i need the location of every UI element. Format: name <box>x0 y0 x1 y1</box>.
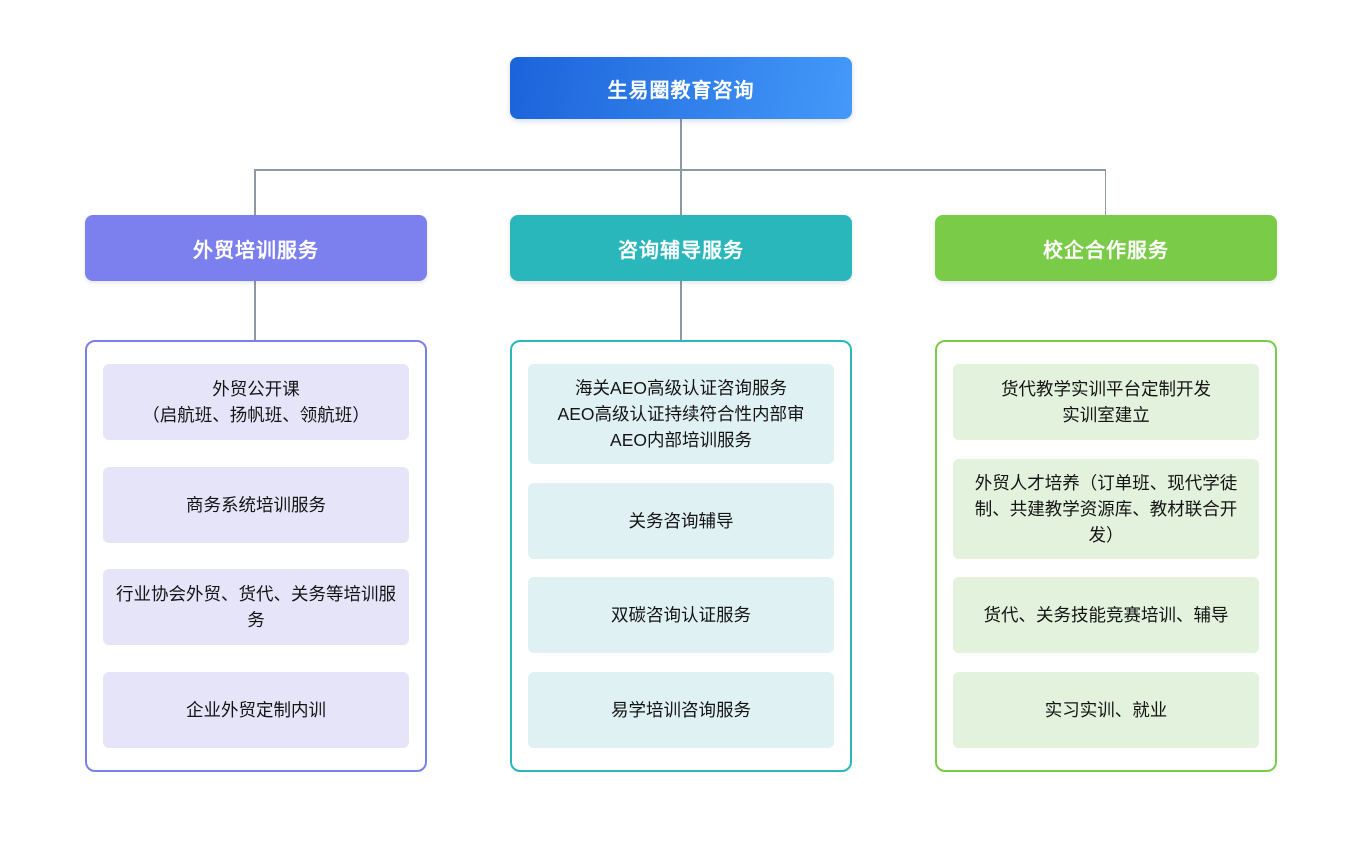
branch-drop-line-0 <box>254 169 256 215</box>
service-item: 海关AEO高级认证咨询服务 AEO高级认证持续符合性内部审 AEO内部培训服务 <box>528 364 834 464</box>
service-item: 外贸公开课 （启航班、扬帆班、领航班） <box>103 364 409 440</box>
service-item: 关务咨询辅导 <box>528 482 834 559</box>
root-stem-line <box>680 118 682 170</box>
branch-header-school-enterprise: 校企合作服务 <box>935 215 1277 281</box>
root-node: 生易圈教育咨询 <box>510 57 852 119</box>
branch-panel-school-enterprise: 货代教学实训平台定制开发 实训室建立 外贸人才培养（订单班、现代学徒制、共建教学… <box>935 340 1277 772</box>
branch-header-foreign-trade-training: 外贸培训服务 <box>85 215 427 281</box>
service-item: 企业外贸定制内训 <box>103 671 409 748</box>
service-item: 外贸人才培养（订单班、现代学徒制、共建教学资源库、教材联合开发） <box>953 458 1259 559</box>
header-stem-line-1 <box>680 281 682 340</box>
branch-header-consulting-tutoring: 咨询辅导服务 <box>510 215 852 281</box>
service-item: 货代、关务技能竞赛培训、辅导 <box>953 577 1259 654</box>
service-item: 货代教学实训平台定制开发 实训室建立 <box>953 364 1259 440</box>
service-item: 易学培训咨询服务 <box>528 671 834 748</box>
branch-panel-foreign-trade-training: 外贸公开课 （启航班、扬帆班、领航班） 商务系统培训服务 行业协会外贸、货代、关… <box>85 340 427 772</box>
branch-drop-line-2 <box>1104 169 1106 215</box>
branch-panel-consulting-tutoring: 海关AEO高级认证咨询服务 AEO高级认证持续符合性内部审 AEO内部培训服务 … <box>510 340 852 772</box>
service-item: 双碳咨询认证服务 <box>528 577 834 654</box>
branch-drop-line-1 <box>680 169 682 215</box>
service-item: 实习实训、就业 <box>953 671 1259 748</box>
service-item: 行业协会外贸、货代、关务等培训服务 <box>103 569 409 646</box>
header-stem-line-0 <box>254 281 256 340</box>
service-item: 商务系统培训服务 <box>103 466 409 543</box>
